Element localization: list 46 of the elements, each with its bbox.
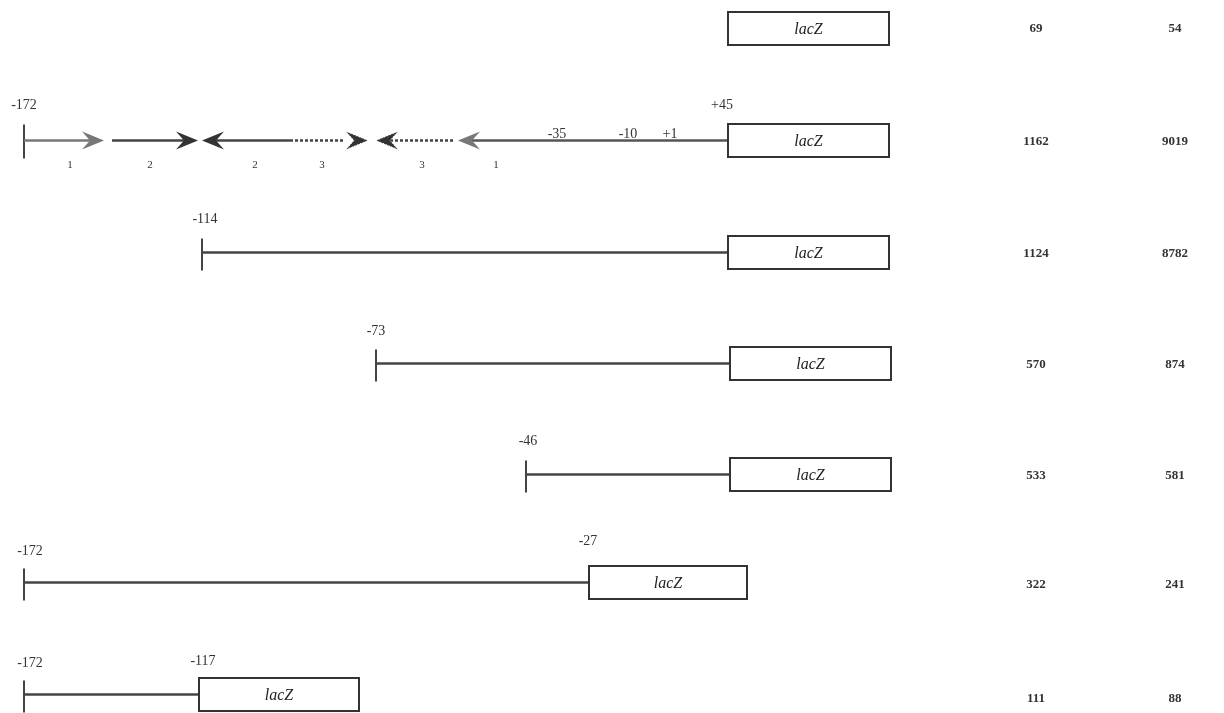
gene-name: lacZ [264, 685, 294, 704]
activity-value: 54 [1168, 20, 1182, 36]
position-label: -117 [190, 653, 216, 669]
position-label: -46 [518, 433, 538, 449]
gene-box [729, 346, 892, 381]
repeat-number: 3 [319, 158, 325, 170]
position-label: -35 [547, 126, 567, 142]
gene-name: lacZ [794, 243, 823, 262]
gene-name: lacZ [796, 465, 825, 484]
activity-value: 111 [1026, 690, 1046, 706]
position-label: +45 [711, 97, 733, 113]
position-label: -10 [618, 126, 638, 142]
position-label: -172 [11, 97, 37, 113]
activity-value: 241 [1165, 576, 1185, 592]
activity-value: 1124 [1023, 245, 1049, 261]
position-label: -172 [17, 543, 43, 559]
gene-box [198, 677, 360, 712]
repeat-number: 1 [493, 158, 499, 170]
activity-value: 1162 [1023, 133, 1049, 149]
position-label: +1 [662, 126, 678, 142]
position-label: -27 [578, 533, 598, 549]
repeat-number: 1 [67, 158, 73, 170]
activity-value: 874 [1165, 356, 1185, 372]
activity-value: 322 [1026, 576, 1046, 592]
activity-value: 88 [1168, 690, 1182, 706]
repeat-number: 3 [419, 158, 425, 170]
gene-name: lacZ [653, 573, 683, 592]
activity-value: 581 [1165, 467, 1185, 483]
activity-value: 69 [1029, 20, 1043, 36]
repeat-number: 2 [252, 158, 258, 170]
activity-value: 9019 [1162, 133, 1188, 149]
gene-box [727, 123, 890, 158]
position-label: -172 [17, 655, 43, 671]
gene-box [727, 235, 890, 270]
gene-name: lacZ [796, 354, 825, 373]
gene-box [727, 11, 890, 46]
gene-name: lacZ [794, 131, 823, 150]
activity-value: 533 [1026, 467, 1046, 483]
repeat-number: 2 [147, 158, 153, 170]
gene-name: lacZ [794, 19, 823, 38]
activity-value: 570 [1026, 356, 1046, 372]
activity-value: 8782 [1162, 245, 1188, 261]
position-label: -114 [192, 211, 218, 227]
gene-box [729, 457, 892, 492]
gene-box [588, 565, 748, 600]
position-label: -73 [366, 323, 386, 339]
